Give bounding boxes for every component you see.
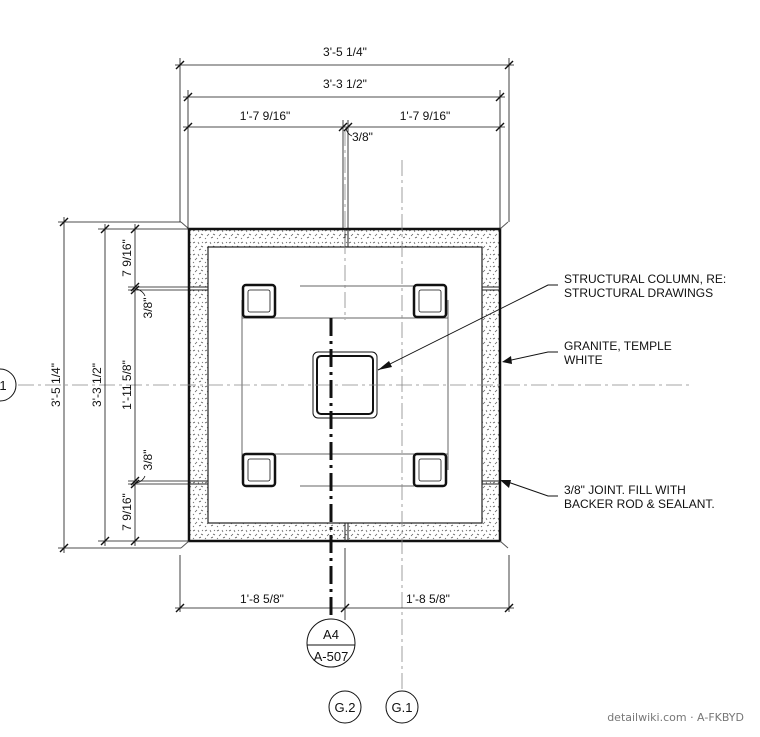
dim-top-right-half: 1'-7 9/16": [400, 109, 451, 123]
panel-joints: [189, 229, 500, 541]
note-structural-column-line-2: STRUCTURAL DRAWINGS: [564, 286, 713, 300]
bottom-dimensions: [175, 548, 514, 620]
note-granite-line-1: GRANITE, TEMPLE: [564, 339, 672, 353]
note-joint-line-2: BACKER ROD & SEALANT.: [564, 497, 715, 511]
note-joint-line-1: 3/8" JOINT. FILL WITH: [564, 483, 686, 497]
dim-top-overall: 3'-5 1/4": [323, 45, 367, 59]
dim-bottom-right-half: 1'-8 5/8": [406, 592, 450, 606]
dim-left-inner: 3'-3 1/2": [90, 363, 104, 407]
centerlines: [18, 130, 690, 690]
note-structural-column-line-1: STRUCTURAL COLUMN, RE:: [564, 272, 726, 286]
leader-granite: [506, 351, 558, 362]
section-reference-tag: A4 A-507: [306, 618, 356, 668]
leader-structural-column: [377, 284, 558, 371]
section-tag-sheet: A-507: [314, 649, 349, 664]
dim-left-top-segment: 7 9/16": [120, 239, 134, 277]
dim-top-left-half: 1'-7 9/16": [240, 109, 291, 123]
grid-bubble-g2-label: G.2: [335, 700, 356, 715]
grid-bubble-g2: G.2: [328, 690, 362, 724]
grid-bubble-row-1-label: 1: [0, 378, 7, 393]
leader-lines: [377, 284, 558, 497]
top-dimensions: [175, 58, 514, 229]
note-granite-line-2: WHITE: [564, 353, 603, 367]
grid-bubble-g1-label: G.1: [392, 700, 413, 715]
leader-arrowheads: [378, 356, 512, 488]
grid-bubble-row-1: 1: [0, 368, 17, 402]
dim-left-joint-lower: 3/8": [141, 450, 155, 471]
dim-left-middle: 1'-11 5/8": [120, 360, 134, 410]
left-dimensions: [58, 217, 189, 553]
dim-bottom-left-half: 1'-8 5/8": [240, 592, 284, 606]
leader-joint: [504, 480, 558, 497]
anchor-bolts: [241, 283, 448, 488]
dim-left-joint-upper: 3/8": [141, 298, 155, 319]
dim-top-inner: 3'-3 1/2": [323, 77, 367, 91]
watermark: detailwiki.com · A-FKBYD: [607, 711, 744, 724]
dim-left-bottom-segment: 7 9/16": [120, 493, 134, 531]
dim-left-overall: 3'-5 1/4": [49, 363, 63, 407]
grid-bubble-g1: G.1: [385, 690, 419, 724]
section-tag-detail: A4: [323, 627, 339, 642]
dim-top-joint: 3/8": [352, 130, 373, 144]
